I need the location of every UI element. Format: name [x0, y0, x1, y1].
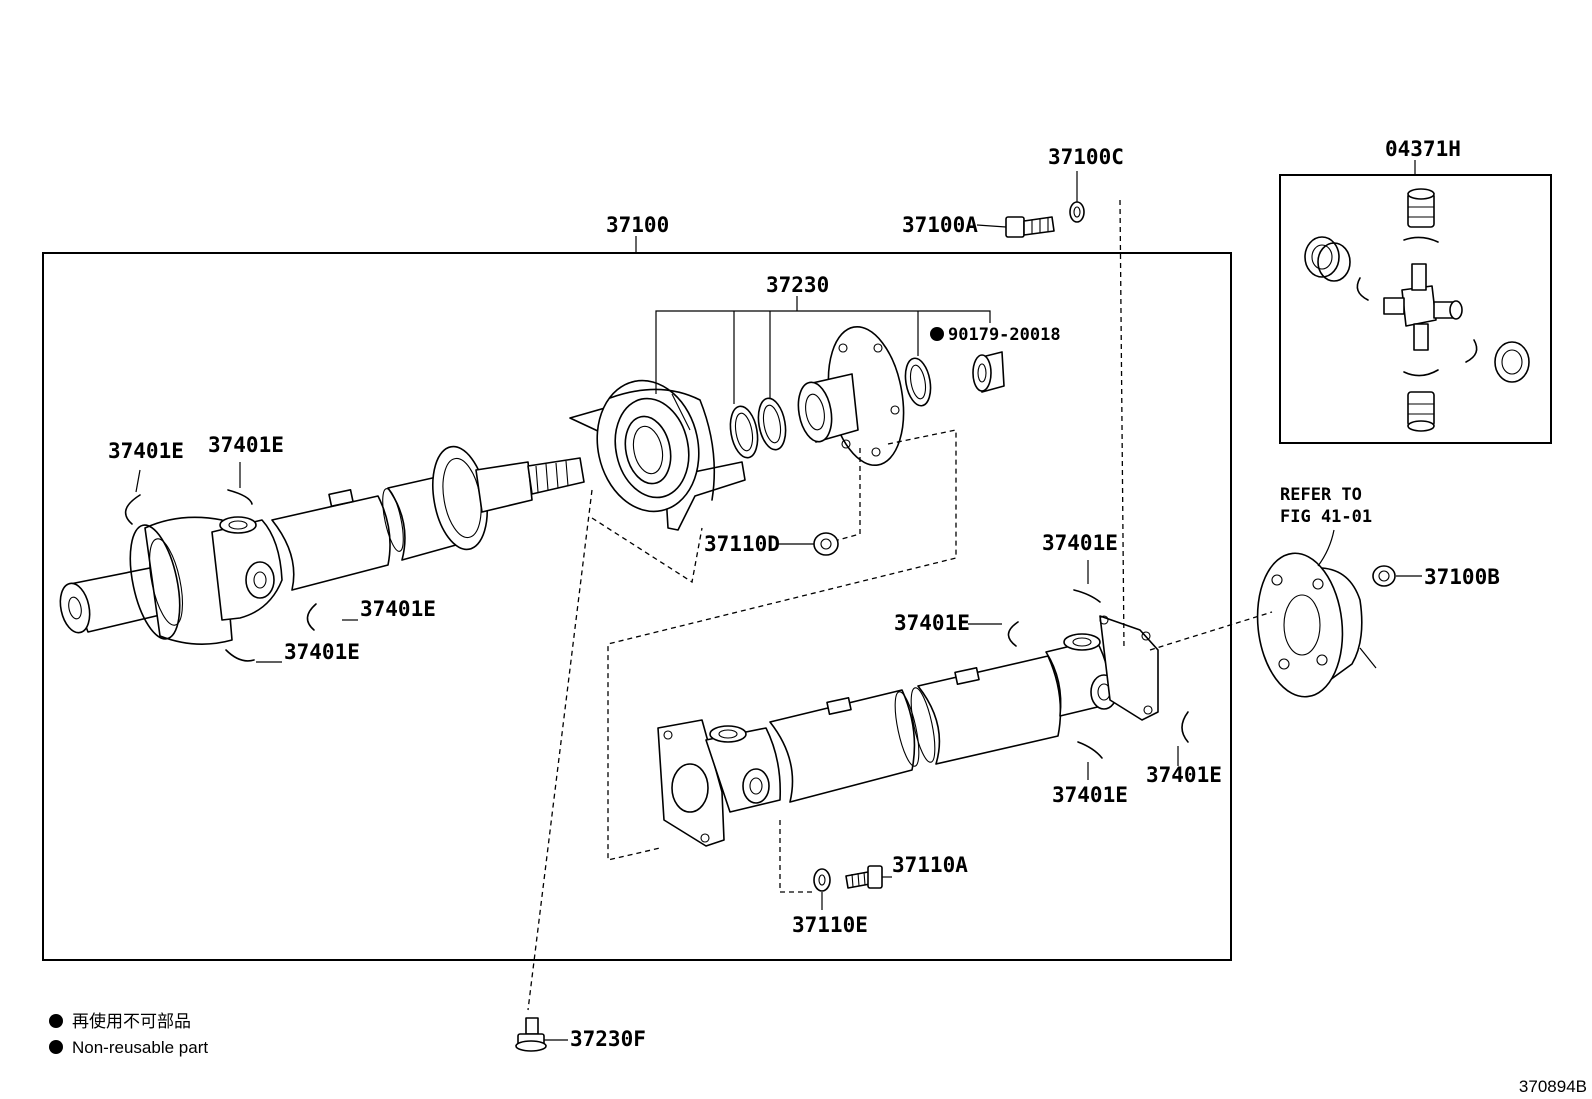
- label-refer-line2: FIG 41-01: [1280, 507, 1372, 527]
- label-snap-ring-4: 37401E: [284, 640, 360, 664]
- label-seal: 90179-20018: [948, 325, 1061, 345]
- label-washer-110e: 37110E: [792, 913, 868, 937]
- label-bolt-110a: 37110A: [892, 853, 968, 877]
- assembly-dash-lines: [527, 199, 1273, 1011]
- center-bearing-leader-bracket: [655, 296, 991, 404]
- label-washer-c: 37100C: [1048, 145, 1124, 169]
- label-snap-ring-2: 37401E: [208, 433, 284, 457]
- label-snap-ring-5: 37401E: [1042, 531, 1118, 555]
- label-nut-b: 37100B: [1424, 565, 1500, 589]
- spider-kit-drawing: [1304, 188, 1530, 432]
- label-spider-kit: 04371H: [1385, 137, 1461, 161]
- label-nut-d: 37110D: [704, 532, 780, 556]
- diagram-code: 370894B: [1519, 1077, 1587, 1096]
- legend: 再使用不可部品 Non-reusable part: [49, 1011, 208, 1057]
- legend-bullet-en: [49, 1040, 63, 1054]
- fasteners-drawing: [515, 201, 1085, 1052]
- legend-bullet-jp: [49, 1014, 63, 1028]
- legend-text-jp: 再使用不可部品: [72, 1011, 191, 1031]
- legend-text-en: Non-reusable part: [72, 1038, 208, 1057]
- label-snap-ring-1: 37401E: [108, 439, 184, 463]
- label-snap-ring-8: 37401E: [1052, 783, 1128, 807]
- non-reusable-marker: [930, 327, 944, 341]
- label-bolt-a: 37100A: [902, 213, 978, 237]
- label-leader-lines: [135, 171, 1422, 1041]
- center-bearing-drawing: [569, 325, 1005, 531]
- label-assy: 37100: [606, 213, 669, 237]
- label-snap-ring-3: 37401E: [360, 597, 436, 621]
- label-center-bearing: 37230: [766, 273, 829, 297]
- assembly-frame: [42, 252, 1232, 961]
- nut-37100b-drawing: [1372, 565, 1396, 587]
- label-refer-line1: REFER TO: [1280, 485, 1362, 505]
- label-snap-ring-6: 37401E: [894, 611, 970, 635]
- rear-shaft-drawing: [657, 615, 1159, 847]
- label-snap-ring-7: 37401E: [1146, 763, 1222, 787]
- label-bolt-230f: 37230F: [570, 1027, 646, 1051]
- differential-flange-drawing: [1256, 552, 1377, 698]
- snap-rings-drawing: [124, 489, 1189, 759]
- front-shaft-drawing: [59, 445, 585, 645]
